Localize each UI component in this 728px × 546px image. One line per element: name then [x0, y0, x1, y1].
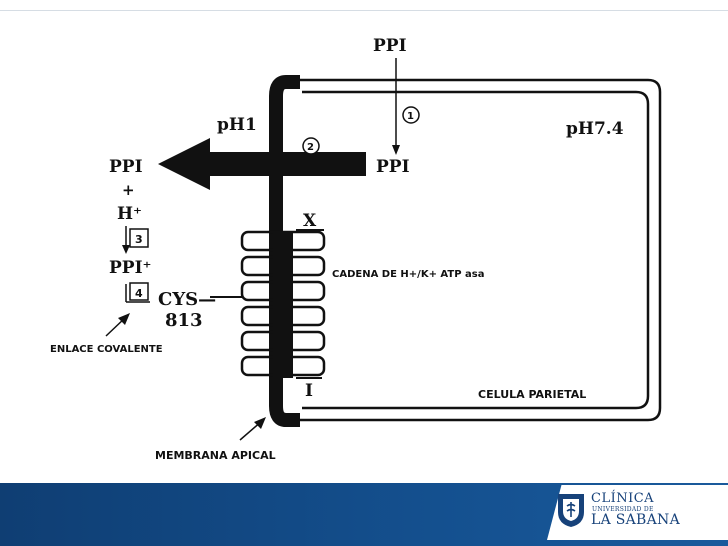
h-plus-label: H⁺ — [117, 204, 142, 224]
plus-label: + — [122, 181, 135, 199]
brand-line-1: CLÍNICA — [591, 491, 655, 506]
step-4-box — [129, 282, 149, 301]
step-2-circle — [302, 137, 320, 155]
step-3-label: 3 — [135, 233, 143, 246]
covalent-bond-label: ENLACE COVALENTE — [50, 344, 163, 355]
ppi-left-label: PPI — [109, 157, 143, 177]
exit-arrow — [158, 138, 366, 190]
chain-x-label: X — [303, 211, 317, 231]
parietal-cell-label: CELULA PARIETAL — [478, 388, 586, 401]
chain-core — [273, 232, 293, 378]
cys-label: CYS— — [158, 289, 216, 310]
cell-outer-outline — [290, 78, 662, 422]
ph-inside-label: pH7.4 — [566, 119, 624, 139]
chain-label: CADENA DE H+/K+ ATP asa — [332, 269, 484, 280]
step-4-label: 4 — [135, 287, 143, 300]
step3-arrowhead — [122, 245, 130, 254]
brand-line-2: UNIVERSIDAD DE — [592, 506, 654, 513]
step-3-box — [129, 228, 149, 248]
covalent-pointer-head — [118, 313, 130, 325]
ppi-inside-label: PPI — [376, 157, 410, 177]
ppi-plus-label: PPI⁺ — [109, 258, 152, 278]
step-1-label: 1 — [407, 111, 414, 122]
step-1-circle — [402, 106, 420, 124]
brand-line-3: LA SABANA — [591, 512, 681, 528]
entry-arrowhead — [392, 145, 400, 155]
apical-membrane-label: MEMBRANA APICAL — [155, 449, 276, 462]
ph-outside-label: pH1 — [217, 115, 257, 135]
membrane-pointer-head — [254, 417, 266, 429]
cys-number-label: 813 — [165, 310, 203, 331]
step-2-label: 2 — [307, 142, 314, 153]
shield-icon — [558, 494, 584, 527]
cell-inner-outline — [302, 90, 650, 410]
ppi-top-label: PPI — [373, 36, 407, 56]
header-rule — [0, 10, 728, 11]
chain-i-label: I — [305, 381, 313, 401]
